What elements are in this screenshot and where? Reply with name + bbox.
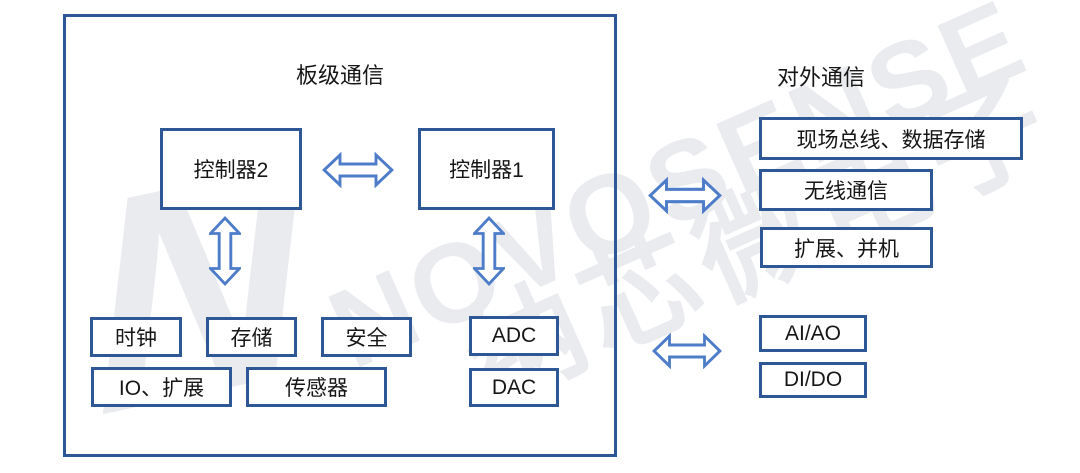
peripheral-label: 安全 <box>345 327 388 350</box>
peripheral-box-io-expand: IO、扩展 <box>91 367 232 407</box>
board-comm-group-box <box>63 14 617 457</box>
peripheral-box-security: 安全 <box>321 317 412 357</box>
peripheral-label: 传感器 <box>285 377 348 400</box>
peripheral-label: DAC <box>491 375 537 399</box>
peripheral-box-storage: 存储 <box>206 317 297 357</box>
external-box-di-do: DI/DO <box>759 362 867 398</box>
peripheral-label: IO、扩展 <box>118 377 205 400</box>
external-box-wireless: 无线通信 <box>759 169 933 211</box>
external-box-ai-ao: AI/AO <box>759 315 867 352</box>
board-comm-title: 板级通信 <box>295 63 384 88</box>
double-arrow-horizontal-icon <box>648 177 722 214</box>
controller-1-box: 控制器1 <box>418 128 555 210</box>
external-label: 无线通信 <box>804 180 888 203</box>
double-arrow-vertical-icon <box>473 216 505 286</box>
external-comm-title: 对外通信 <box>777 65 866 90</box>
controller-2-box: 控制器2 <box>160 128 302 210</box>
external-label: 扩展、并机 <box>794 237 899 261</box>
controller-1-label: 控制器1 <box>449 159 524 182</box>
peripheral-label: 时钟 <box>115 327 157 350</box>
external-label: 现场总线、数据存储 <box>796 128 986 152</box>
peripheral-box-dac: DAC <box>469 368 559 407</box>
peripheral-label: ADC <box>491 324 537 347</box>
double-arrow-horizontal-icon <box>652 333 722 369</box>
double-arrow-horizontal-icon <box>322 152 394 188</box>
peripheral-box-adc: ADC <box>469 316 559 356</box>
controller-2-label: 控制器2 <box>193 159 269 182</box>
peripheral-label: 存储 <box>230 327 273 350</box>
peripheral-box-clock: 时钟 <box>90 317 182 357</box>
peripheral-box-sensor: 传感器 <box>246 367 387 407</box>
external-box-expand-parallel: 扩展、并机 <box>760 227 933 268</box>
external-label: AI/AO <box>784 321 842 345</box>
external-label: DI/DO <box>783 368 843 391</box>
double-arrow-vertical-icon <box>209 216 241 286</box>
external-box-fieldbus-storage: 现场总线、数据存储 <box>759 117 1023 160</box>
